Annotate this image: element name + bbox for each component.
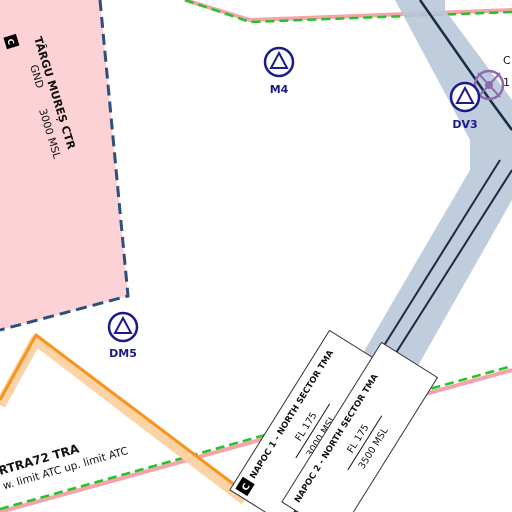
reporting-point-triangle-icon [455,85,475,104]
waypoint-label-dv3: DV3 [452,118,477,131]
class-c-badge-text: C [5,38,15,46]
top-pink-boundary [184,0,512,23]
class-c-badge [3,33,20,50]
reporting-point-triangle-icon [269,50,289,69]
ctr-airspace-area [0,0,128,330]
ctr-boundary [0,0,130,332]
waypoint-label-dm5: DM5 [109,347,137,360]
tra-boundary [0,333,249,497]
vor-navaid[interactable] [473,69,505,101]
vor-navaid-icon [473,69,505,101]
edge-label-line1: C [503,54,511,67]
edge-label-line2: 1 [503,76,510,89]
class-c-badge-text: C [241,482,253,493]
waypoint-label-m4: M4 [270,83,289,96]
reporting-point-triangle-icon [113,315,133,334]
tra-band [0,334,249,505]
waypoint-dv3[interactable]: DV3 [449,81,481,131]
ctr-label-group: C [3,33,20,50]
class-c-badge [235,476,255,497]
waypoint-m4[interactable]: M4 [263,46,295,96]
waypoint-dm5[interactable]: DM5 [107,311,139,360]
